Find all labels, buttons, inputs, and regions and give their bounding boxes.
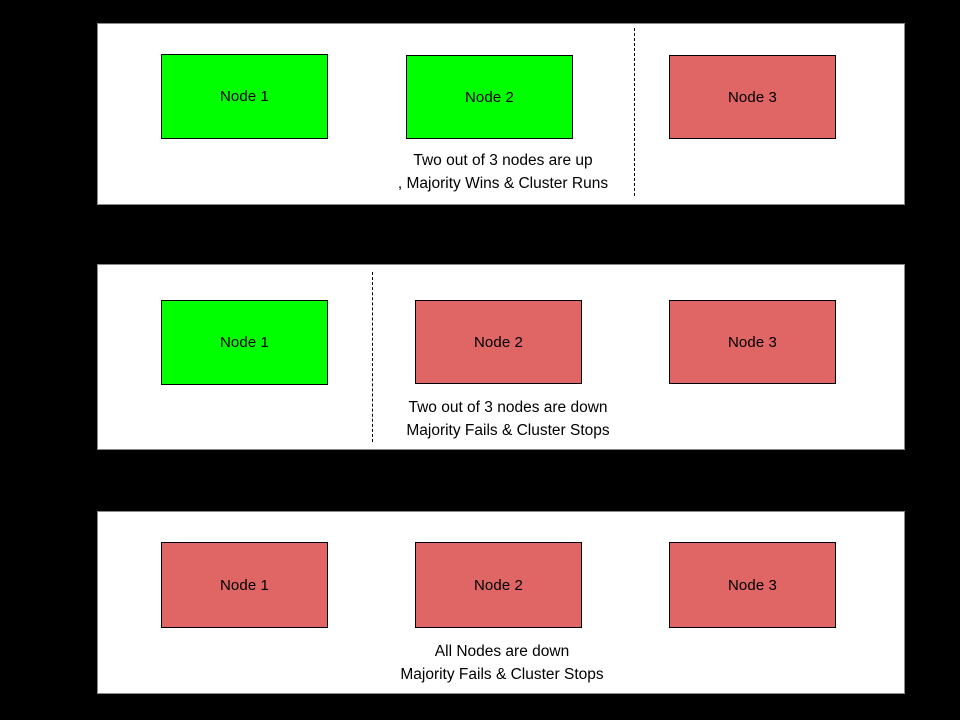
- node-label: Node 2: [474, 576, 523, 594]
- node-box-2-3[interactable]: Node 3: [669, 300, 836, 384]
- caption-line-1: All Nodes are down: [434, 643, 570, 660]
- scenario-caption-1: Two out of 3 nodes are up , Majority Win…: [273, 149, 733, 195]
- node-label: Node 3: [728, 88, 777, 106]
- scenario-caption-2: Two out of 3 nodes are down Majority Fai…: [278, 396, 738, 442]
- caption-line-2: Majority Fails & Cluster Stops: [400, 666, 604, 683]
- node-box-1-2[interactable]: Node 2: [406, 55, 573, 139]
- scenario-panel-1: Node 1 Node 2 Node 3 Two out of 3 nodes …: [97, 23, 905, 205]
- node-box-3-2[interactable]: Node 2: [415, 542, 582, 628]
- node-label: Node 1: [220, 88, 269, 105]
- node-box-2-2[interactable]: Node 2: [415, 300, 582, 384]
- caption-line-1: Two out of 3 nodes are down: [408, 399, 608, 416]
- node-box-1-3[interactable]: Node 3: [669, 55, 836, 139]
- partition-divider-2: [372, 272, 373, 442]
- caption-line-1: Two out of 3 nodes are up: [413, 152, 593, 169]
- scenario-panel-2: Node 1 Node 2 Node 3 Two out of 3 nodes …: [97, 264, 905, 450]
- node-label: Node 2: [474, 333, 523, 351]
- node-label: Node 3: [728, 576, 777, 594]
- node-box-2-1[interactable]: Node 1: [161, 300, 328, 385]
- node-label: Node 2: [465, 88, 514, 106]
- node-box-1-1[interactable]: Node 1: [161, 54, 328, 139]
- partition-divider-1: [634, 28, 635, 196]
- node-box-3-3[interactable]: Node 3: [669, 542, 836, 628]
- node-label: Node 1: [220, 576, 269, 594]
- caption-line-2: Majority Fails & Cluster Stops: [406, 422, 610, 439]
- scenario-caption-3: All Nodes are down Majority Fails & Clus…: [272, 640, 732, 686]
- caption-line-2: , Majority Wins & Cluster Runs: [397, 175, 609, 192]
- node-label: Node 3: [728, 333, 777, 351]
- node-box-3-1[interactable]: Node 1: [161, 542, 328, 628]
- scenario-panel-3: Node 1 Node 2 Node 3 All Nodes are down …: [97, 511, 905, 694]
- node-label: Node 1: [220, 334, 269, 351]
